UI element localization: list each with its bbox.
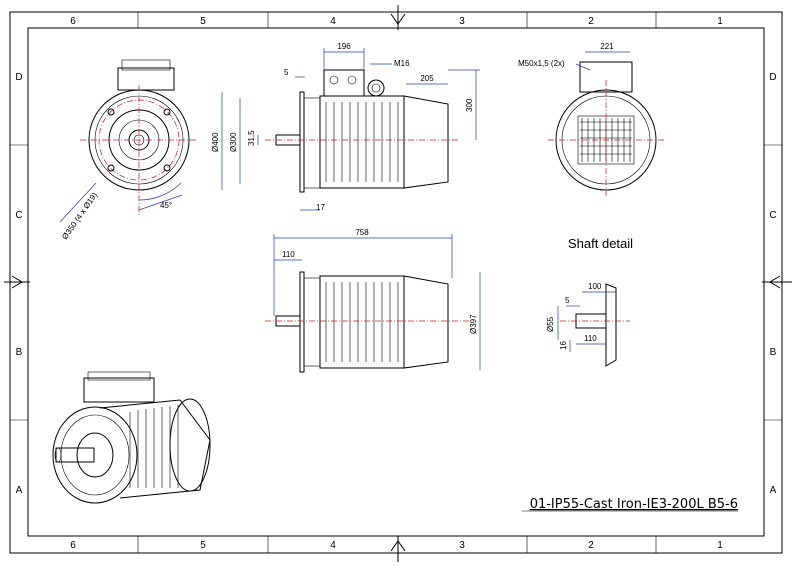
sd-dim-dia55: Ø55 [546, 316, 555, 332]
dim-300-vertical: 300 [465, 98, 474, 112]
zone-col-4-top: 4 [330, 16, 336, 27]
zone-col-6-bottom: 6 [70, 540, 76, 551]
zone-row-b-right: B [770, 347, 777, 358]
dim-m16: M16 [394, 59, 410, 68]
zone-col-5-bottom: 5 [200, 540, 206, 551]
zone-row-c-left: C [15, 210, 22, 221]
dim-5-top: 5 [284, 68, 289, 77]
zone-row-a-right: A [770, 485, 777, 496]
shaft-detail-label: Shaft detail [568, 236, 633, 251]
dim-dia300: Ø300 [229, 132, 238, 152]
dim-m50: M50x1,5 (2x) [518, 59, 565, 68]
side-view-bottom [265, 234, 481, 373]
inner-frame [27, 27, 765, 537]
dim-205: 205 [420, 74, 434, 83]
sd-dim-100: 100 [588, 282, 602, 291]
sd-dim-5: 5 [565, 296, 570, 305]
dim-17: 17 [316, 203, 325, 212]
zone-col-5-top: 5 [200, 16, 206, 27]
zone-col-1-top: 1 [717, 16, 723, 27]
zone-row-b-left: B [16, 347, 23, 358]
dim-196: 196 [337, 42, 351, 51]
dim-758: 758 [355, 228, 369, 237]
zone-col-6-top: 6 [70, 16, 76, 27]
zone-col-1-bottom: 1 [717, 540, 723, 551]
zone-row-d-left: D [15, 72, 22, 83]
zone-col-2-top: 2 [588, 16, 594, 27]
dim-dia397: Ø397 [469, 314, 478, 334]
dim-dia400: Ø400 [211, 132, 220, 152]
zone-row-d-right: D [769, 72, 776, 83]
centering-marks [4, 5, 792, 562]
zone-row-a-left: A [16, 485, 23, 496]
sd-dim-110: 110 [584, 334, 597, 343]
zone-row-c-right: C [769, 210, 776, 221]
side-view-top [221, 48, 480, 211]
dim-221: 221 [600, 42, 614, 51]
isometric-view [52, 371, 211, 504]
dim-110-left: 110 [282, 250, 295, 259]
sd-dim-16: 16 [559, 341, 568, 350]
zone-col-4-bottom: 4 [330, 540, 336, 551]
rear-view [548, 51, 664, 196]
zone-col-3-bottom: 3 [459, 540, 465, 551]
shaft-detail-view [557, 283, 630, 367]
zone-col-3-top: 3 [459, 16, 465, 27]
zone-col-2-bottom: 2 [588, 540, 594, 551]
drawing-title: 01-IP55-Cast Iron-IE3-200L B5-6 [530, 497, 738, 512]
front-flange-view [59, 59, 198, 223]
dim-45deg: 45° [160, 201, 172, 210]
dim-31-5: 31,5 [247, 130, 256, 146]
